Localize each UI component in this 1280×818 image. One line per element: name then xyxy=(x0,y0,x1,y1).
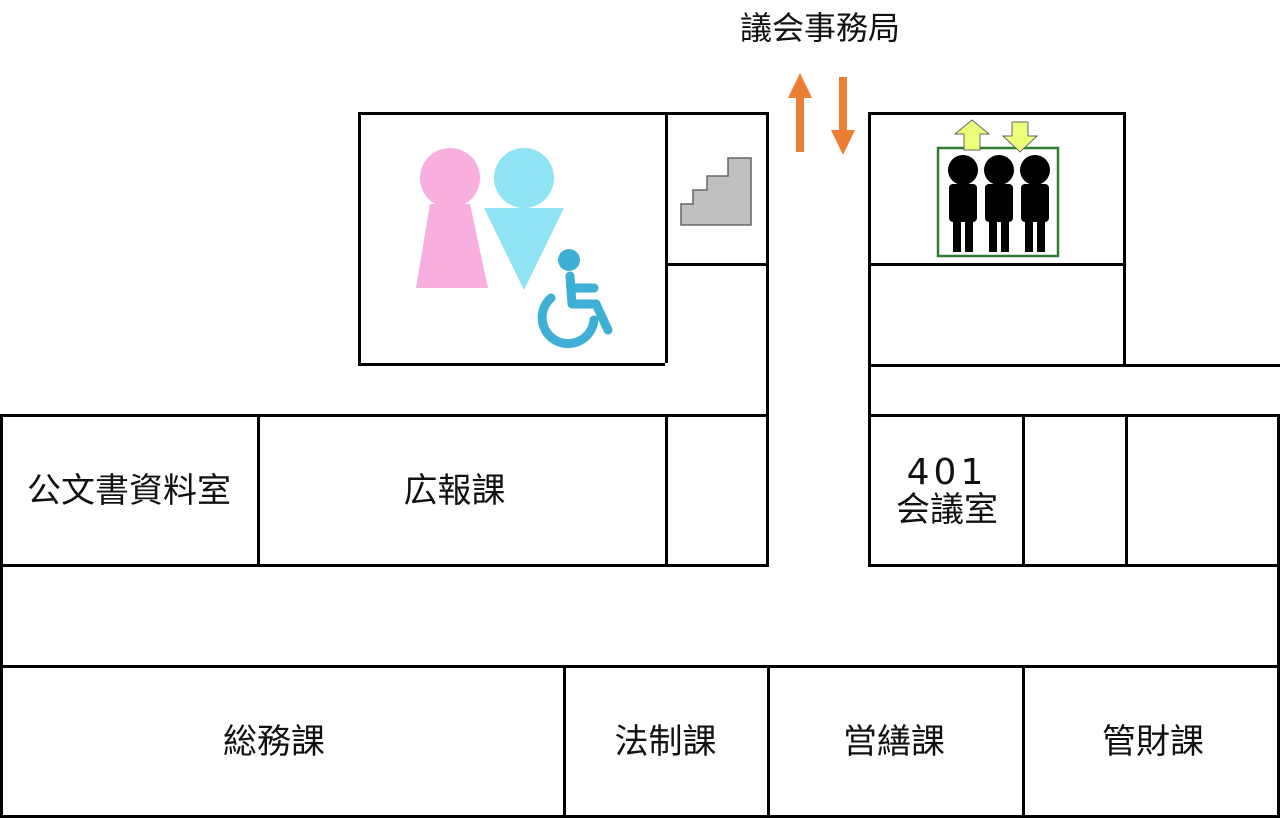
wheelchair-icon xyxy=(537,249,613,349)
room-public-relations-label: 広報課 xyxy=(403,470,506,511)
restroom-icon xyxy=(416,148,564,290)
floor-heading: 議会事務局 xyxy=(739,9,900,47)
corridor-right-upper xyxy=(868,263,1126,367)
room-legal[interactable] xyxy=(563,665,770,818)
room-unlabeled-left[interactable] xyxy=(665,414,769,567)
stairs-room[interactable] xyxy=(665,112,769,266)
corridor-left-strip xyxy=(665,363,769,417)
room-legal-label: 法制課 xyxy=(614,721,717,762)
restroom-room[interactable] xyxy=(358,112,668,366)
room-general-affairs[interactable] xyxy=(0,665,567,818)
room-property-label: 管財課 xyxy=(1102,721,1204,762)
main-corridor xyxy=(0,564,1280,668)
elevator-room[interactable] xyxy=(868,112,1126,266)
elevator-icon xyxy=(936,119,1060,258)
room-general-affairs-label: 総務課 xyxy=(223,721,325,762)
wall xyxy=(665,263,769,266)
stairs-icon xyxy=(680,157,752,226)
room-property[interactable] xyxy=(1022,665,1280,818)
room-401-number: 401 xyxy=(906,451,988,493)
room-unlabeled-right-b[interactable] xyxy=(1125,414,1280,567)
room-building-repair-label: 営繕課 xyxy=(843,721,945,762)
room-archives-label: 公文書資料室 xyxy=(27,470,231,511)
room-public-relations[interactable] xyxy=(257,414,668,567)
room-unlabeled-right-a[interactable] xyxy=(1022,414,1128,567)
corridor-right-strip xyxy=(868,364,1280,417)
room-401-name: 会議室 xyxy=(896,489,998,530)
room-401[interactable] xyxy=(868,414,1026,567)
corridor-opening xyxy=(769,564,868,567)
room-building-repair[interactable] xyxy=(767,665,1025,818)
room-401-label: 401 会議室 xyxy=(868,414,1026,567)
